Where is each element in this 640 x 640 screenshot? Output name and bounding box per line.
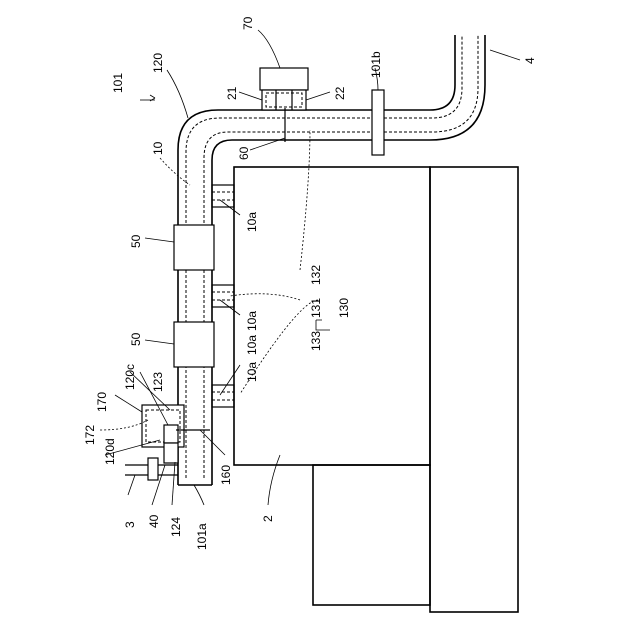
label-120d: 120d (103, 438, 117, 465)
component-50-top (174, 225, 214, 270)
exhaust-pipe-4 (384, 35, 485, 140)
label-2: 2 (261, 515, 275, 522)
label-123: 123 (151, 372, 165, 392)
label-60: 60 (237, 146, 251, 160)
device-170 (142, 405, 184, 463)
label-10: 10 (151, 141, 165, 155)
label-10a-1: 10a (245, 212, 259, 232)
label-101: 101 (111, 73, 125, 93)
engine-side-block (430, 167, 518, 612)
label-170: 170 (95, 392, 109, 412)
label-50-bottom: 50 (129, 332, 143, 346)
branch-pipes-10a (212, 185, 234, 407)
label-160: 160 (219, 465, 233, 485)
label-132: 132 (309, 265, 323, 285)
component-50-bottom (174, 322, 214, 367)
label-10a-3: 10a (245, 335, 259, 355)
label-172: 172 (83, 425, 97, 445)
label-120c: 120c (123, 364, 137, 390)
label-10a-2: 10a (245, 311, 259, 331)
label-70: 70 (241, 16, 255, 30)
engine-block (234, 167, 430, 465)
label-50-top: 50 (129, 234, 143, 248)
label-131: 131 (309, 298, 323, 318)
sensor-70 (260, 68, 308, 110)
label-4: 4 (523, 57, 537, 64)
label-10a-4: 10a (245, 362, 259, 382)
label-120: 120 (151, 53, 165, 73)
label-22: 22 (333, 86, 347, 100)
flange-101b (372, 90, 384, 155)
label-21: 21 (225, 86, 239, 100)
engine-lower-block (313, 465, 430, 605)
label-40: 40 (147, 514, 161, 528)
label-133: 133 (309, 331, 323, 351)
label-101a: 101a (195, 523, 209, 550)
label-124: 124 (169, 517, 183, 537)
label-130: 130 (337, 298, 351, 318)
label-101b: 101b (369, 51, 383, 78)
pipe-horizontal-upper (262, 110, 372, 140)
label-3: 3 (123, 521, 137, 528)
